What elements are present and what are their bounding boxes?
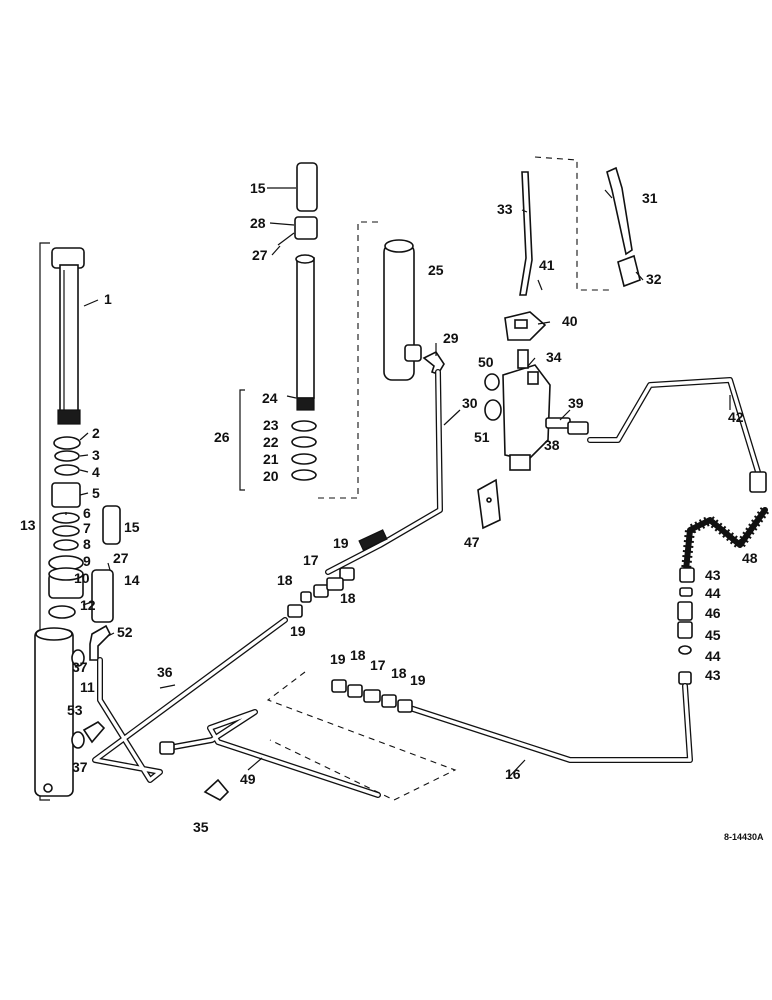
leader-lines	[65, 187, 749, 779]
label-49: 49	[240, 771, 256, 787]
label-40: 40	[562, 313, 578, 329]
label-24: 24	[262, 390, 278, 406]
label-35: 35	[193, 819, 209, 835]
label-17-upper: 17	[303, 552, 319, 568]
fittings-lower	[266, 671, 457, 801]
label-46: 46	[705, 605, 721, 621]
label-18-upper-a: 18	[277, 572, 293, 588]
levers	[519, 156, 641, 296]
label-12: 12	[80, 597, 96, 613]
drawing-number: 8-14430A	[724, 832, 764, 842]
label-44-a: 44	[705, 585, 721, 601]
label-16: 16	[505, 766, 521, 782]
label-43-a: 43	[705, 567, 721, 583]
label-48: 48	[742, 550, 758, 566]
label-18-lower-a: 18	[350, 647, 366, 663]
label-5: 5	[92, 485, 100, 501]
label-19-upper-b: 19	[290, 623, 306, 639]
label-32: 32	[646, 271, 662, 287]
label-11: 11	[80, 679, 95, 695]
label-8: 8	[83, 536, 91, 552]
label-50: 50	[478, 354, 494, 370]
label-6: 6	[83, 505, 91, 521]
clip-35	[203, 778, 230, 801]
label-29: 29	[443, 330, 459, 346]
label-14: 14	[124, 572, 140, 588]
label-9: 9	[83, 553, 91, 569]
label-10: 10	[74, 570, 90, 586]
label-38: 38	[544, 437, 560, 453]
label-21: 21	[263, 451, 279, 467]
label-22: 22	[263, 434, 279, 450]
label-47: 47	[464, 534, 480, 550]
tube-42	[587, 377, 767, 493]
tube-30	[325, 350, 445, 575]
fittings-right	[677, 587, 693, 685]
label-20: 20	[263, 468, 279, 484]
label-51: 51	[474, 429, 490, 445]
label-41: 41	[539, 257, 555, 273]
hose-48	[679, 507, 770, 583]
label-45: 45	[705, 627, 721, 643]
label-26: 26	[214, 429, 230, 445]
label-28: 28	[250, 215, 266, 231]
label-7: 7	[83, 520, 91, 536]
label-27-top: 27	[252, 247, 268, 263]
label-18-upper-b: 18	[340, 590, 356, 606]
label-33: 33	[497, 201, 513, 217]
label-25: 25	[428, 262, 444, 278]
cylinder-assembly-13	[34, 242, 121, 801]
label-43-b: 43	[705, 667, 721, 683]
label-2: 2	[92, 425, 100, 441]
label-31: 31	[642, 190, 658, 206]
label-19-lower-a: 19	[330, 651, 346, 667]
control-valve-34	[477, 311, 589, 530]
label-3: 3	[92, 447, 100, 463]
label-34: 34	[546, 349, 562, 365]
label-27-left: 27	[113, 550, 129, 566]
label-39: 39	[568, 395, 584, 411]
cylinder-assembly-26	[239, 162, 422, 499]
label-15-left: 15	[124, 519, 140, 535]
label-13: 13	[20, 517, 36, 533]
label-19-lower-b: 19	[410, 672, 426, 688]
label-52: 52	[117, 624, 133, 640]
label-18-lower-b: 18	[391, 665, 407, 681]
label-42: 42	[728, 409, 744, 425]
label-1: 1	[104, 291, 112, 307]
label-53: 53	[67, 702, 83, 718]
label-4: 4	[92, 464, 100, 480]
label-37-b: 37	[72, 759, 88, 775]
tube-16	[407, 683, 693, 763]
label-44-b: 44	[705, 648, 721, 664]
label-36: 36	[157, 664, 173, 680]
tube-49	[159, 709, 381, 798]
fittings-upper	[287, 567, 355, 618]
label-17-lower: 17	[370, 657, 386, 673]
label-37-a: 37	[72, 659, 88, 675]
label-15-top: 15	[250, 180, 266, 196]
label-30: 30	[462, 395, 478, 411]
part-labels: 1 2 3 4 5 6 7 8 9 10 11 12 13 14 15 27 1…	[20, 180, 758, 835]
label-23: 23	[263, 417, 279, 433]
tube-36	[92, 617, 288, 783]
label-19-upper-a: 19	[333, 535, 349, 551]
